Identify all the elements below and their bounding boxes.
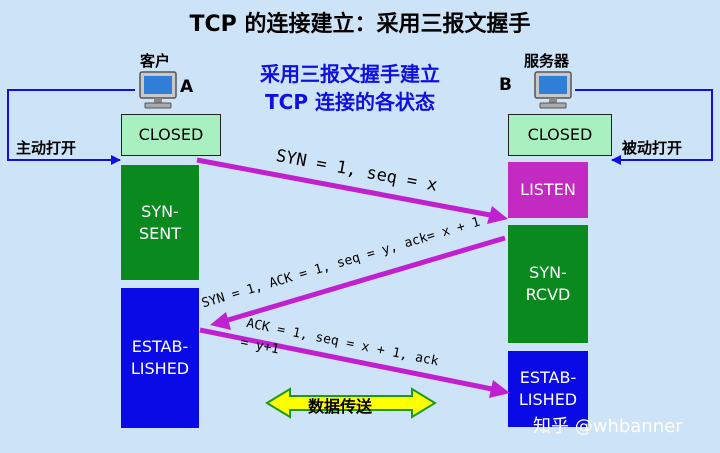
server-state-listen-label: LISTEN [520, 180, 576, 199]
server-state-syn-rcvd: SYN- RCVD [508, 225, 588, 343]
active-open-arrow [7, 89, 135, 165]
data-transfer-arrow [265, 387, 437, 419]
server-state-established: ESTAB- LISHED [508, 351, 588, 427]
client-letter: A [180, 77, 194, 97]
client-state-established-label: ESTAB- LISHED [130, 337, 190, 378]
data-transfer-label: 数据传送 [308, 397, 373, 416]
watermark: 知乎 @whbanner [533, 416, 683, 437]
server-state-syn-rcvd-label: SYN- RCVD [525, 263, 571, 304]
client-computer-icon [139, 71, 177, 109]
diagram-subtitle: 采用三报文握手建立 TCP 连接的各状态 [225, 60, 475, 116]
syn-arrow-line [196, 157, 491, 218]
server-state-listen: LISTEN [508, 162, 588, 218]
client-state-syn-sent-label: SYN- SENT [138, 201, 181, 243]
server-computer-icon [534, 71, 572, 109]
subtitle-line-2: TCP 连接的各状态 [265, 90, 435, 114]
server-state-closed: CLOSED [508, 114, 612, 156]
passive-open-arrow [575, 89, 713, 165]
client-state-closed: CLOSED [121, 114, 221, 156]
client-state-syn-sent: SYN- SENT [121, 165, 199, 280]
page-title: TCP 的连接建立：采用三报文握手 [189, 12, 531, 37]
subtitle-line-1: 采用三报文握手建立 [260, 62, 440, 86]
server-state-established-label: ESTAB- LISHED [518, 368, 578, 409]
ack-arrow-head [489, 380, 510, 398]
server-label: 服务器 [524, 52, 570, 70]
ack-arrow-line [199, 327, 493, 392]
server-letter: B [499, 75, 512, 95]
active-open-label: 主动打开 [16, 139, 77, 157]
server-state-closed-label: CLOSED [527, 125, 593, 144]
synack-arrow-head [210, 312, 231, 330]
passive-open-label: 被动打开 [622, 139, 683, 157]
synack-arrow-line [227, 235, 506, 323]
syn-arrow-head [487, 206, 508, 224]
client-state-closed-label: CLOSED [138, 125, 204, 144]
client-label: 客户 [140, 52, 171, 70]
client-state-established: ESTAB- LISHED [121, 288, 199, 428]
